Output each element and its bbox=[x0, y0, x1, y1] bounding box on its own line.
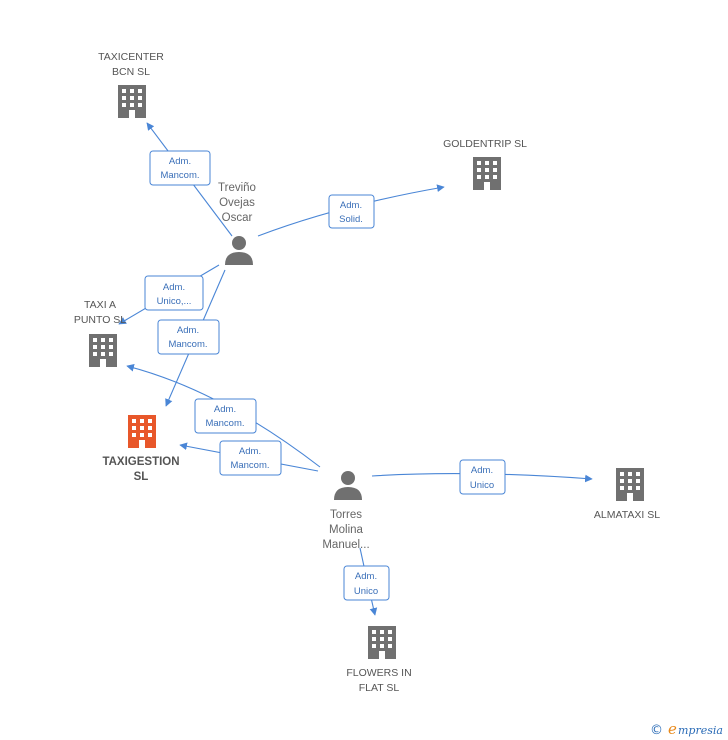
edge-trevino-goldentrip[interactable]: Adm. Solid. bbox=[257, 184, 445, 237]
company-node-taxicenter[interactable]: TAXICENTER BCN SL bbox=[98, 51, 164, 118]
company-label-line: TAXIGESTION bbox=[102, 456, 179, 468]
role-badge-box bbox=[149, 150, 211, 186]
role-badge-line: Adm. bbox=[177, 325, 199, 336]
role-badge-line: Adm. bbox=[355, 571, 377, 582]
person-label-line: Torres bbox=[330, 509, 362, 521]
role-badge-line: Mancom. bbox=[160, 170, 199, 181]
role-badge-box bbox=[459, 459, 506, 495]
role-badge-line: Unico bbox=[354, 586, 378, 597]
role-badge-box bbox=[343, 565, 390, 601]
edge-torres-almataxi[interactable]: Adm. Unico bbox=[371, 459, 593, 495]
person-icon bbox=[334, 471, 362, 500]
role-badge-line: Adm. bbox=[163, 282, 185, 293]
company-label-line: GOLDENTRIP SL bbox=[443, 138, 527, 150]
company-node-almataxi[interactable]: ALMATAXI SL bbox=[594, 468, 660, 521]
role-badge-line: Adm. bbox=[471, 465, 493, 476]
building-icon bbox=[128, 415, 156, 448]
role-badge-line: Unico bbox=[470, 480, 494, 491]
role-badge-line: Adm. bbox=[239, 446, 261, 457]
role-badge-box bbox=[219, 440, 282, 476]
person-label-line: Oscar bbox=[222, 212, 253, 224]
company-node-flowers[interactable]: FLOWERS IN FLAT SL bbox=[346, 626, 412, 694]
person-label-line: Molina bbox=[329, 524, 363, 536]
role-badge-box bbox=[144, 275, 204, 311]
person-node-trevino[interactable]: Treviño Ovejas Oscar bbox=[218, 182, 256, 265]
company-label-line: BCN SL bbox=[112, 66, 150, 78]
edge-torres-taxiapunto[interactable]: Adm. Mancom. bbox=[126, 364, 321, 468]
role-badge-line: Mancom. bbox=[168, 339, 207, 350]
edge-trevino-taxigestion[interactable]: Adm. Mancom. bbox=[157, 269, 226, 407]
edge-torres-flowers[interactable]: Adm. Unico bbox=[343, 547, 390, 616]
edge-torres-taxigestion[interactable]: Adm. Mancom. bbox=[179, 440, 319, 476]
building-icon bbox=[616, 468, 644, 501]
building-icon bbox=[473, 157, 501, 190]
role-badge-line: Adm. bbox=[214, 404, 236, 415]
person-node-torres[interactable]: Torres Molina Manuel... bbox=[322, 471, 370, 551]
role-badge-line: Adm. bbox=[169, 156, 191, 167]
company-node-goldentrip[interactable]: GOLDENTRIP SL bbox=[443, 138, 527, 190]
edge-trevino-taxiapunto[interactable]: Adm. Unico,... bbox=[118, 264, 220, 325]
footer-brand[interactable]: © e mpresia bbox=[650, 720, 723, 738]
company-label-line: SL bbox=[134, 471, 149, 483]
person-nodes: Treviño Ovejas Oscar Torres Molina Manue… bbox=[218, 182, 370, 551]
role-badge-line: Mancom. bbox=[205, 418, 244, 429]
role-badge-box bbox=[328, 194, 375, 229]
company-label-line: TAXICENTER bbox=[98, 51, 164, 63]
edges: Adm. Mancom. Adm. Solid. Adm. Unico,... … bbox=[118, 122, 593, 616]
person-label-line: Ovejas bbox=[219, 197, 255, 209]
person-label-line: Manuel... bbox=[322, 539, 369, 551]
building-icon bbox=[89, 334, 117, 367]
role-badge-box bbox=[194, 398, 257, 434]
edge-trevino-taxicenter[interactable]: Adm. Mancom. bbox=[146, 122, 233, 237]
company-label-line: FLAT SL bbox=[359, 682, 400, 694]
company-label-line: ALMATAXI SL bbox=[594, 509, 660, 521]
company-node-taxigestion[interactable]: TAXIGESTION SL bbox=[102, 415, 180, 483]
person-label-line: Treviño bbox=[218, 182, 256, 194]
building-icon bbox=[118, 85, 146, 118]
role-badge-line: Adm. bbox=[340, 200, 362, 211]
brand-initial: e bbox=[668, 720, 677, 738]
building-icon bbox=[368, 626, 396, 659]
role-badge-line: Mancom. bbox=[230, 460, 269, 471]
role-badge-box bbox=[157, 319, 220, 355]
company-nodes: TAXICENTER BCN SL GOLDENTRIP SL bbox=[74, 51, 660, 694]
company-label-line: FLOWERS IN bbox=[346, 667, 411, 679]
company-label-line: PUNTO SL bbox=[74, 314, 126, 326]
role-badge-line: Solid. bbox=[339, 214, 363, 225]
copyright-icon: © bbox=[650, 723, 663, 738]
person-icon bbox=[225, 236, 253, 265]
role-badge-line: Unico,... bbox=[157, 296, 192, 307]
brand-name: mpresia bbox=[678, 724, 723, 737]
company-node-taxiapunto[interactable]: TAXI A PUNTO SL bbox=[74, 299, 126, 367]
company-label-line: TAXI A bbox=[84, 299, 116, 311]
